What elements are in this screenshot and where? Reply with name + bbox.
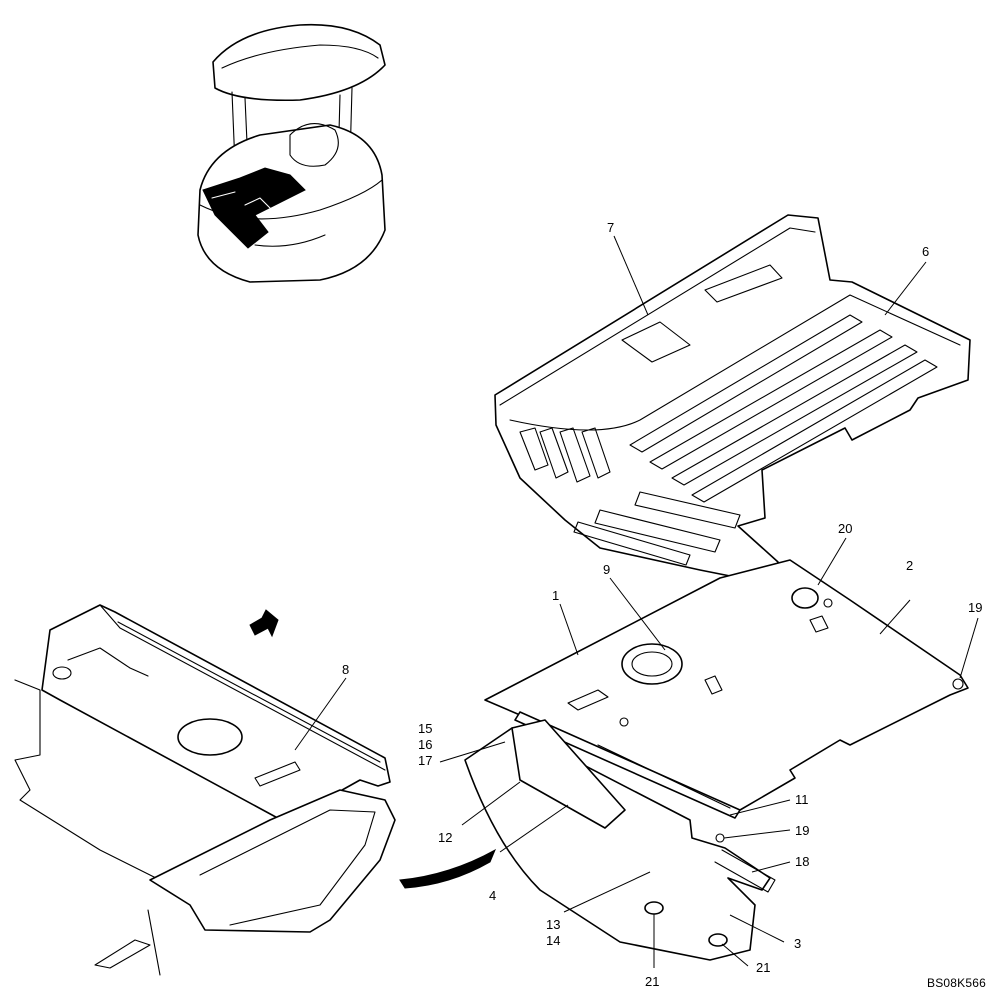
callout-7: 7 [607,220,614,235]
lower-cover-right [464,719,776,961]
floor-plate-right [484,559,969,843]
callout-15: 15 [418,721,432,736]
view-direction-arrow [249,609,279,638]
callout-8: 8 [342,662,349,677]
callout-21-right: 21 [756,960,770,975]
callout-11: 11 [795,792,809,807]
callout-3: 3 [794,936,801,951]
callout-1: 1 [552,588,559,603]
callout-4: 4 [489,888,496,903]
machine-locator-thumbnail [197,23,386,283]
callout-2: 2 [906,558,913,573]
callout-6: 6 [922,244,929,259]
callout-18: 18 [795,854,809,869]
callout-20: 20 [838,521,852,536]
floor-mat [494,214,971,586]
callout-12: 12 [438,830,452,845]
callout-17: 17 [418,753,432,768]
callout-13: 13 [546,917,560,932]
assembly-arrow [399,848,497,889]
drawing-reference-code: BS08K566 [927,976,986,990]
callout-labels: 7 6 20 9 2 1 19 8 15 16 17 11 12 19 18 4… [342,220,982,989]
callout-19-top: 19 [968,600,982,615]
callout-16: 16 [418,737,432,752]
leader-lines [294,235,979,968]
callout-9: 9 [603,562,610,577]
callout-14: 14 [546,933,560,948]
floor-plate-left [14,604,396,976]
callout-21-left: 21 [645,974,659,989]
callout-19-mid: 19 [795,823,809,838]
